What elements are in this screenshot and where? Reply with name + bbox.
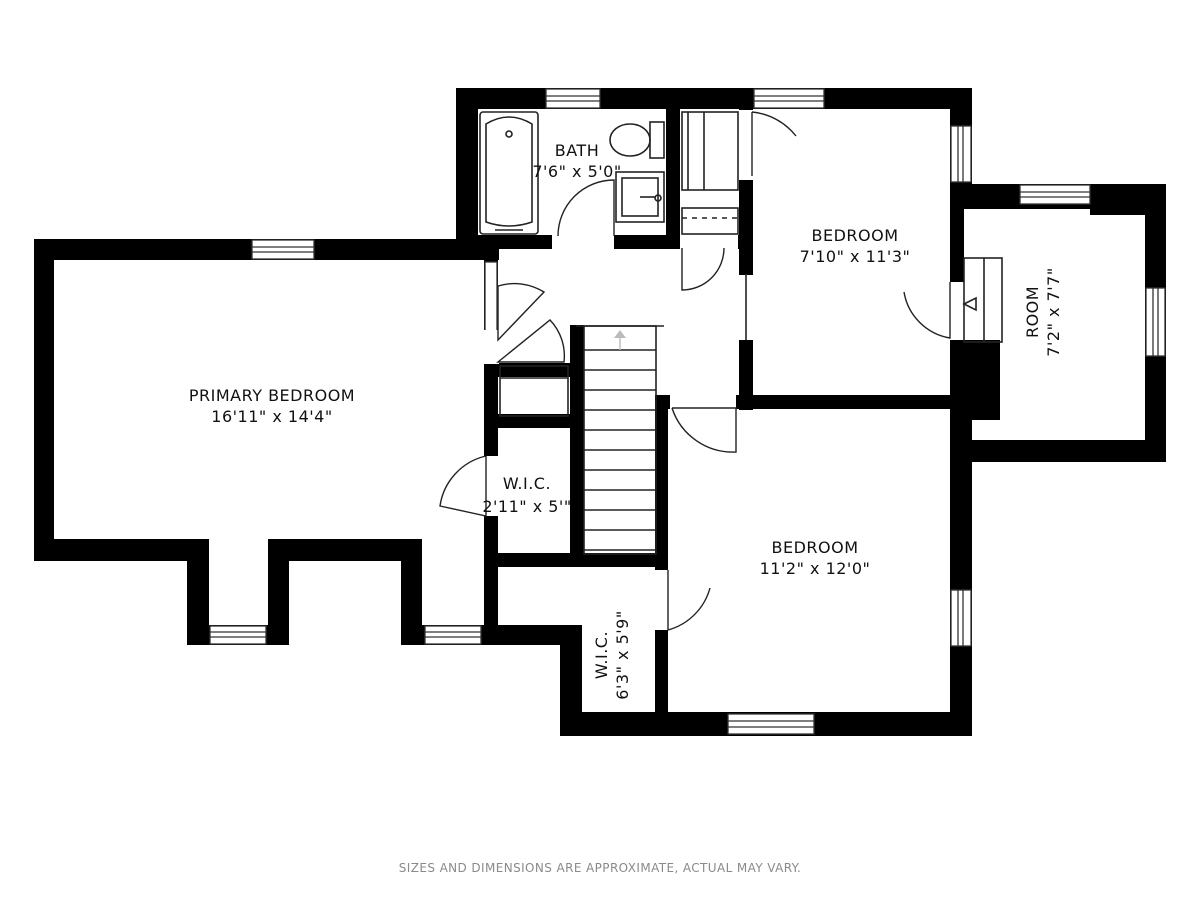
door-swing bbox=[496, 319, 566, 363]
toilet bbox=[609, 121, 665, 159]
wall bbox=[484, 414, 584, 428]
wall bbox=[560, 712, 668, 736]
wall bbox=[34, 539, 209, 561]
door-swing bbox=[667, 570, 711, 631]
window bbox=[950, 589, 972, 647]
wall bbox=[1090, 190, 1146, 215]
sink bbox=[615, 171, 665, 223]
wall bbox=[401, 539, 422, 645]
room-dimensions: 7'6" x 5'0" bbox=[532, 162, 621, 181]
window bbox=[1145, 287, 1166, 357]
window bbox=[950, 125, 972, 183]
room-wic-vertical: W.I.C. 6'3" x 5'9" bbox=[592, 610, 632, 699]
wall bbox=[570, 325, 584, 555]
door-swing bbox=[681, 247, 725, 291]
bathtub bbox=[479, 111, 539, 235]
room-dimensions: 2'11" x 5'" bbox=[482, 497, 571, 516]
closet-shelf bbox=[962, 257, 1003, 343]
door-swing bbox=[439, 455, 487, 517]
room-primary-bedroom: PRIMARY BEDROOM 16'11" x 14'4" bbox=[189, 386, 355, 426]
window bbox=[545, 88, 601, 109]
room-wic-small: W.I.C. 2'11" x 5'" bbox=[482, 474, 571, 516]
room-labels: BATH 7'6" x 5'0" BEDROOM 7'10" x 11'3" R… bbox=[189, 141, 1063, 700]
room-dimensions: 7'2" x 7'7" bbox=[1044, 267, 1063, 356]
windows bbox=[209, 88, 1166, 735]
window bbox=[424, 625, 482, 645]
room-dimensions: 11'2" x 12'0" bbox=[760, 559, 871, 578]
window bbox=[209, 625, 267, 645]
wall bbox=[484, 553, 668, 567]
window bbox=[753, 88, 825, 109]
door-openings bbox=[483, 110, 965, 630]
wall bbox=[739, 340, 753, 410]
door-swing bbox=[671, 407, 737, 453]
wall bbox=[268, 539, 422, 561]
room-name: W.I.C. bbox=[592, 631, 611, 679]
window bbox=[727, 713, 815, 735]
room-dimensions: 16'11" x 14'4" bbox=[211, 407, 332, 426]
door-swing bbox=[557, 179, 615, 237]
room-name: BATH bbox=[555, 141, 599, 160]
door-swing bbox=[903, 282, 951, 339]
shelving bbox=[681, 111, 747, 340]
room-name: BEDROOM bbox=[771, 538, 858, 557]
doors bbox=[439, 111, 951, 631]
door-swing bbox=[497, 282, 546, 342]
wall bbox=[950, 409, 972, 736]
room-name: BEDROOM bbox=[811, 226, 898, 245]
room-dimensions: 6'3" x 5'9" bbox=[613, 610, 632, 699]
fixtures bbox=[479, 111, 1003, 555]
staircase bbox=[576, 325, 664, 555]
wall bbox=[187, 539, 209, 645]
wall bbox=[950, 440, 1166, 462]
room-bedroom-bottom: BEDROOM 11'2" x 12'0" bbox=[760, 538, 871, 578]
linen-closet bbox=[499, 365, 569, 417]
window bbox=[484, 261, 498, 341]
wall bbox=[268, 539, 289, 645]
wall bbox=[34, 239, 54, 561]
disclaimer: SIZES AND DIMENSIONS ARE APPROXIMATE, AC… bbox=[399, 861, 801, 875]
wall bbox=[456, 88, 972, 109]
window bbox=[251, 239, 315, 260]
room-name: PRIMARY BEDROOM bbox=[189, 386, 355, 405]
wall bbox=[952, 340, 1000, 420]
room-dimensions: 7'10" x 11'3" bbox=[800, 247, 911, 266]
wall bbox=[456, 88, 478, 260]
room-side: ROOM 7'2" x 7'7" bbox=[1023, 267, 1063, 356]
room-bedroom-top: BEDROOM 7'10" x 11'3" bbox=[800, 226, 911, 266]
door-swing bbox=[751, 111, 797, 176]
room-name: W.I.C. bbox=[503, 474, 551, 493]
wall bbox=[484, 363, 584, 377]
room-name: ROOM bbox=[1023, 286, 1042, 338]
room-bath: BATH 7'6" x 5'0" bbox=[532, 141, 621, 181]
wall bbox=[484, 625, 582, 645]
wall bbox=[666, 88, 680, 248]
window bbox=[1019, 184, 1091, 205]
wall bbox=[560, 625, 582, 736]
